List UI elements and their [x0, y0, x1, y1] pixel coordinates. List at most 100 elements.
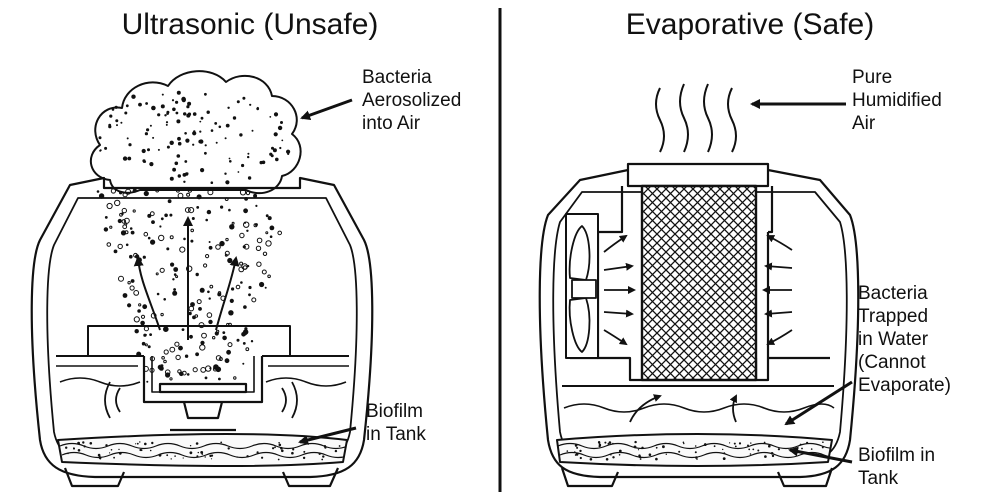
biofilm-speck — [197, 451, 199, 454]
biofilm-speck — [579, 456, 582, 460]
mist-particle — [155, 272, 159, 276]
airflow-arrow — [764, 309, 793, 318]
biofilm-speck — [338, 445, 341, 447]
biofilm-speck — [574, 444, 578, 447]
mist-particle — [192, 367, 198, 373]
biofilm-speck — [220, 441, 223, 444]
mist-particle — [175, 111, 179, 115]
mist-particle — [143, 326, 149, 332]
biofilm-speck — [579, 449, 582, 453]
mist-particle — [186, 373, 190, 376]
biofilm-specks — [65, 440, 824, 461]
mist-particle — [104, 216, 108, 219]
mist-particle — [159, 267, 165, 273]
mist-particle — [149, 124, 152, 127]
mist-particle — [151, 105, 156, 111]
biofilm-speck — [747, 444, 749, 447]
biofilm-speck — [189, 451, 193, 455]
mist-particle — [187, 188, 193, 193]
mist-particle — [198, 322, 205, 329]
mist-particle — [228, 322, 232, 327]
trapped-bacteria-label: Bacteria Trapped in Water (Cannot Evapor… — [858, 283, 951, 396]
mist-particle — [279, 146, 282, 150]
mist-particle — [225, 180, 230, 185]
mist-particle — [158, 234, 165, 242]
biofilm-speck — [822, 441, 824, 444]
mist-particle — [133, 290, 140, 296]
mist-particle — [255, 204, 258, 207]
mist-particle — [256, 237, 263, 244]
mist-particle — [129, 227, 133, 230]
mist-arrow-left — [133, 256, 161, 331]
biofilm-speck — [67, 452, 69, 455]
mist-particle — [209, 284, 214, 289]
mist-particle — [127, 281, 131, 285]
mist-particle — [243, 305, 247, 309]
mist-particle — [222, 335, 227, 341]
nebulizer-chamber — [142, 356, 264, 404]
mist-particle — [179, 246, 186, 253]
mist-particle — [189, 334, 193, 339]
biofilm-speck — [73, 447, 75, 450]
mist-particle — [181, 328, 185, 331]
mist-particle — [111, 108, 115, 111]
mist-particle — [184, 207, 191, 213]
biofilm-speck — [723, 452, 726, 454]
mist-particle — [228, 157, 231, 160]
biofilm-speck — [212, 452, 214, 454]
biofilm-speck — [144, 442, 147, 446]
biofilm-speck — [696, 458, 698, 460]
mist-particle — [149, 211, 155, 217]
mist-particle — [246, 229, 249, 232]
biofilm-speck — [196, 455, 199, 457]
mist-particle — [104, 146, 108, 150]
biofilm-speck — [641, 446, 644, 449]
mist-particle — [172, 278, 175, 281]
mist-particle — [186, 265, 193, 272]
biofilm-speck — [771, 454, 775, 458]
mist-particle — [205, 218, 208, 222]
water-wave — [59, 377, 347, 387]
mist-particle — [227, 257, 233, 264]
mist-particle — [233, 376, 237, 380]
mist-particle — [152, 136, 155, 139]
mist-particle — [259, 281, 265, 288]
mist-particle — [206, 209, 212, 215]
left-foot — [560, 467, 620, 488]
water-wave — [563, 403, 835, 413]
mist-particle — [272, 148, 277, 153]
mist-particle — [269, 225, 275, 231]
biofilm-speck — [633, 445, 637, 449]
mist-particle — [115, 119, 119, 123]
biofilm-speck — [174, 455, 176, 457]
mist-particle — [169, 176, 174, 181]
mist-particle — [169, 140, 174, 145]
mist-particle — [205, 254, 210, 259]
mist-particle — [267, 216, 272, 221]
biofilm-speck — [678, 450, 681, 453]
mist-particle — [224, 137, 227, 140]
mist-particle — [147, 148, 150, 152]
mist-particle — [215, 141, 218, 144]
mist-particle — [241, 163, 245, 168]
mist-particle — [196, 194, 202, 200]
mist-particle — [128, 143, 132, 147]
mist-particle — [161, 93, 164, 96]
evaporative-title: Evaporative (Safe) — [625, 8, 875, 41]
mist-particle — [129, 254, 133, 259]
mist-particle — [247, 155, 250, 159]
mist-particle — [239, 133, 243, 137]
mist-particle — [222, 331, 226, 334]
airflow-arrow — [603, 309, 634, 318]
mist-particle — [247, 152, 250, 155]
mist-particle — [114, 199, 121, 207]
mist-particle — [259, 160, 263, 165]
mist-particle — [110, 188, 117, 194]
biofilm-speck — [777, 448, 781, 451]
biofilm-speck — [662, 445, 665, 449]
biofilm-speck — [821, 446, 824, 449]
mist-particle — [117, 243, 123, 250]
mist-particle — [200, 168, 205, 173]
mist-particle — [195, 352, 200, 357]
biofilm-speck — [748, 448, 751, 451]
